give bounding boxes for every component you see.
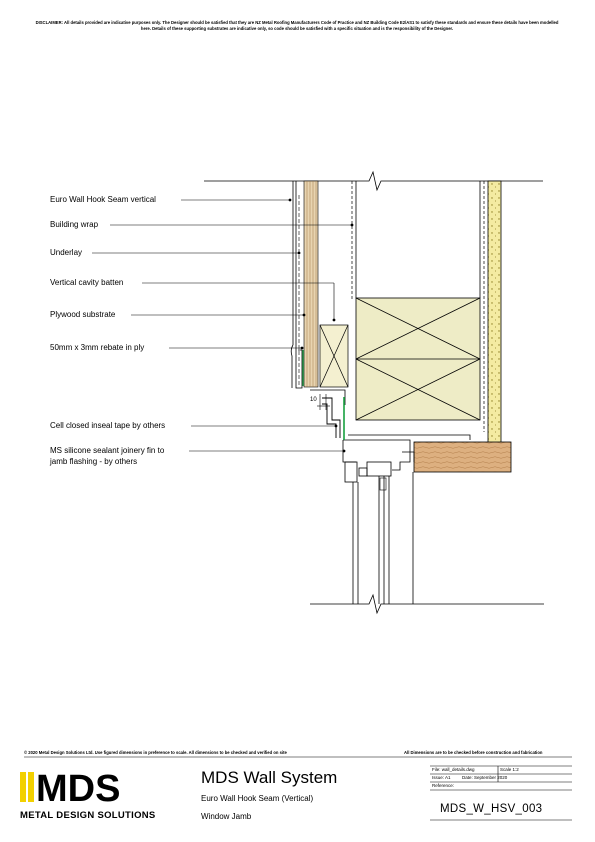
sheet-subtitle: Euro Wall Hook Seam (Vertical) [201,794,314,803]
title-block-lines [24,756,572,821]
date-label: Date: September 2020 [462,775,508,780]
disclaimer-text: DISCLAIMER: All details provided are ind… [35,20,559,31]
window-frame [342,439,415,604]
company-name: METAL DESIGN SOLUTIONS [20,810,156,821]
dimensions-note: All Dimensions are to be checked before … [404,750,543,755]
sheet-detail-name: Window Jamb [201,812,252,821]
copyright-note: © 2020 Metal Design Solutions Ltd. Use f… [24,750,287,755]
cavity-batten [319,324,349,388]
label-plywood: Plywood substrate [50,310,116,319]
label-hook-seam: Euro Wall Hook Seam vertical [50,195,156,204]
bottom-break-line [310,593,544,615]
building-wrap-line [351,181,485,432]
label-inseal-tape: Cell closed inseal tape by others [50,421,166,430]
leader-arrows [288,198,354,453]
file-label: File: wall_details.dwg [432,767,475,772]
logo-brand: MDS [36,770,120,806]
scale-label: Scale 1:2 [500,767,519,772]
issue-label: Issue: A1 [432,775,451,780]
top-break-line [204,170,543,192]
sheet-title: MDS Wall System [201,768,338,787]
timber-framing [355,297,481,421]
plywood-substrate [303,180,319,388]
hook-seam-cladding [290,181,303,389]
drawing-code: MDS_W_HSV_003 [440,803,543,815]
jamb-flashing [322,397,341,438]
label-rebate: 50mm x 3mm rebate in ply [50,343,145,352]
reveal-lines [310,181,481,440]
label-sealant-line1: MS silicone sealant joinery fin to [50,446,165,455]
label-cavity-batten: Vertical cavity batten [50,278,124,287]
label-building-wrap: Building wrap [50,220,99,229]
label-sealant-line2: jamb flashing - by others [50,457,138,466]
window-reveal-timber [413,441,512,473]
interior-lining [487,180,502,444]
dimension-value: 10 [310,397,317,403]
mds-logo: MDS [20,770,120,806]
label-underlay: Underlay [50,248,83,257]
leader-lines [92,199,352,452]
dimension-mark [317,394,330,410]
reference-label: Reference: [432,783,455,788]
